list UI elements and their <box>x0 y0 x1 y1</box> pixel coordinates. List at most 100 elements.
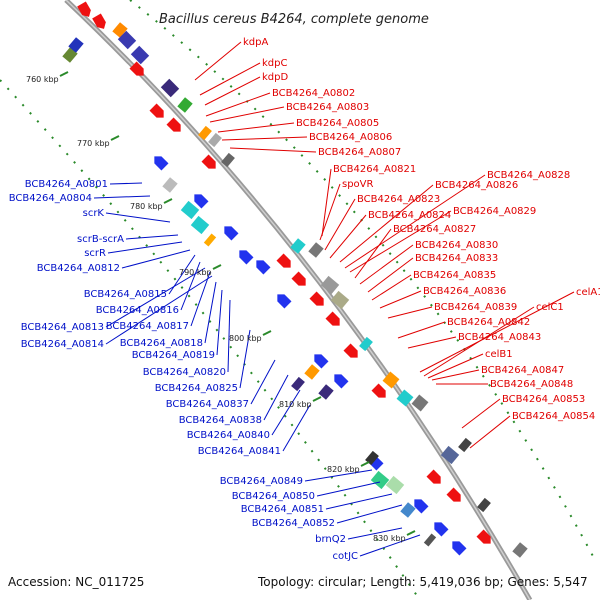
forward-gene-label[interactable]: BCB4264_A0807 <box>318 147 401 158</box>
reverse-gene-label[interactable]: BCB4264_A0818 <box>120 338 203 349</box>
reverse-gene-label[interactable]: scrB-scrA <box>77 234 124 245</box>
forward-gene-label[interactable]: BCB4264_A0843 <box>458 332 541 343</box>
reverse-gene-label[interactable]: BCB4264_A0849 <box>220 476 303 487</box>
gene-block <box>62 47 78 63</box>
forward-gene-label[interactable]: BCB4264_A0829 <box>453 206 536 217</box>
leader-line <box>250 359 276 405</box>
reverse-gene-label[interactable]: BCB4264_A0850 <box>232 491 315 502</box>
leader-line <box>107 241 183 254</box>
forward-gene-label[interactable]: BCB4264_A0827 <box>393 224 476 235</box>
forward-gene-label[interactable]: BCB4264_A0821 <box>333 164 416 175</box>
gene-block <box>370 470 390 490</box>
forward-gene-label[interactable]: BCB4264_A0805 <box>296 118 379 129</box>
gene-block <box>290 238 306 254</box>
gene-block <box>308 242 324 258</box>
forward-gene-label[interactable]: BCB4264_A0836 <box>423 286 506 297</box>
forward-gene-label[interactable]: celA1 <box>576 287 600 298</box>
gene-arrow <box>426 469 441 484</box>
kbp-label: 760 kbp <box>26 75 59 84</box>
leader-line <box>204 76 261 106</box>
reverse-gene-label[interactable]: BCB4264_A0812 <box>37 263 120 274</box>
kbp-tick-mark <box>360 461 370 467</box>
leader-line <box>427 353 484 379</box>
kbp-tick-mark <box>59 71 69 77</box>
forward-gene-label[interactable]: BCB4264_A0835 <box>413 270 496 281</box>
forward-gene-label[interactable]: BCB4264_A0830 <box>415 240 498 251</box>
leader-line <box>282 404 311 452</box>
gene-block <box>512 542 528 558</box>
gene-block <box>221 152 235 168</box>
leader-line <box>93 195 151 199</box>
leader-line <box>125 234 179 240</box>
reverse-gene-label[interactable]: BCB4264_A0816 <box>96 305 179 316</box>
reverse-gene-label[interactable]: BCB4264_A0814 <box>21 339 104 350</box>
forward-gene-label[interactable]: BCB4264_A0826 <box>435 180 518 191</box>
forward-gene-label[interactable]: BCB4264_A0806 <box>309 132 392 143</box>
leader-line <box>105 275 213 345</box>
leader-line <box>379 290 422 309</box>
gene-arrow <box>476 529 491 544</box>
reverse-gene-label[interactable]: BCB4264_A0841 <box>198 446 281 457</box>
gene-arrow <box>77 1 91 17</box>
leader-line <box>316 481 381 497</box>
gene-block <box>411 394 429 412</box>
forward-gene-label[interactable]: spoVR <box>342 179 374 190</box>
reverse-gene-label[interactable]: BCB4264_A0825 <box>155 383 238 394</box>
reverse-gene-label[interactable]: BCB4264_A0813 <box>21 322 104 333</box>
label-leader-lines <box>93 41 575 557</box>
reverse-gene-label[interactable]: cotJC <box>333 551 358 562</box>
forward-gene-label[interactable]: BCB4264_A0833 <box>415 253 498 264</box>
leader-line <box>217 122 295 133</box>
forward-gene-label[interactable]: BCB4264_A0842 <box>447 317 530 328</box>
gene-arrow <box>309 291 324 306</box>
forward-gene-label[interactable]: BCB4264_A0823 <box>357 194 440 205</box>
leader-line <box>319 183 341 241</box>
leader-line <box>354 228 392 279</box>
reverse-gene-label[interactable]: BCB4264_A0852 <box>252 518 335 529</box>
gene-block <box>396 389 414 407</box>
gene-arrow <box>277 294 292 309</box>
reverse-gene-label[interactable]: BCB4264_A0820 <box>143 367 226 378</box>
reverse-gene-label[interactable]: BCB4264_A0819 <box>132 350 215 361</box>
forward-gene-label[interactable]: celC1 <box>536 302 564 313</box>
gene-arrow <box>149 103 164 118</box>
reverse-gene-label[interactable]: BCB4264_A0817 <box>106 321 189 332</box>
reverse-gene-label[interactable]: scrK <box>83 208 105 219</box>
forward-gene-label[interactable]: BCB4264_A0824 <box>368 210 451 221</box>
leader-line <box>229 147 317 153</box>
gene-arrow <box>291 271 306 286</box>
forward-gene-label[interactable]: BCB4264_A0848 <box>490 379 573 390</box>
reverse-gene-label[interactable]: BCB4264_A0801 <box>25 179 108 190</box>
kbp-label: 800 kbp <box>229 334 262 343</box>
reverse-gene-label[interactable]: BCB4264_A0837 <box>166 399 249 410</box>
gene-arrow <box>224 226 239 241</box>
forward-gene-label[interactable]: BCB4264_A0839 <box>434 302 517 313</box>
leader-line <box>304 469 373 482</box>
forward-gene-label[interactable]: BCB4264_A0854 <box>512 411 595 422</box>
reverse-gene-label[interactable]: brnQ2 <box>315 534 346 545</box>
leader-line <box>209 106 285 123</box>
reverse-gene-label[interactable]: BCB4264_A0840 <box>187 430 270 441</box>
reverse-gene-label[interactable]: BCB4264_A0815 <box>84 289 167 300</box>
forward-gene-label[interactable]: kdpA <box>243 37 268 48</box>
forward-gene-label[interactable]: BCB4264_A0847 <box>481 365 564 376</box>
forward-gene-label[interactable]: BCB4264_A0803 <box>286 102 369 113</box>
reverse-gene-label[interactable]: BCB4264_A0804 <box>9 193 92 204</box>
gene-block <box>359 336 373 352</box>
reverse-gene-label[interactable]: BCB4264_A0838 <box>179 415 262 426</box>
leader-line <box>121 249 191 269</box>
gene-block <box>68 37 84 53</box>
reverse-gene-label[interactable]: BCB4264_A0851 <box>241 504 324 515</box>
forward-gene-label[interactable]: kdpC <box>262 58 287 69</box>
leader-line <box>180 261 201 311</box>
reverse-gene-label[interactable]: scrR <box>84 248 106 259</box>
forward-gene-label[interactable]: BCB4264_A0828 <box>487 170 570 181</box>
forward-gene-label[interactable]: celB1 <box>485 349 513 360</box>
gene-block <box>382 371 400 389</box>
forward-gene-label[interactable]: BCB4264_A0802 <box>272 88 355 99</box>
leader-line <box>271 389 301 436</box>
forward-gene-label[interactable]: BCB4264_A0853 <box>502 394 585 405</box>
kbp-label: 770 kbp <box>77 139 110 148</box>
forward-gene-label[interactable]: kdpD <box>262 72 288 83</box>
